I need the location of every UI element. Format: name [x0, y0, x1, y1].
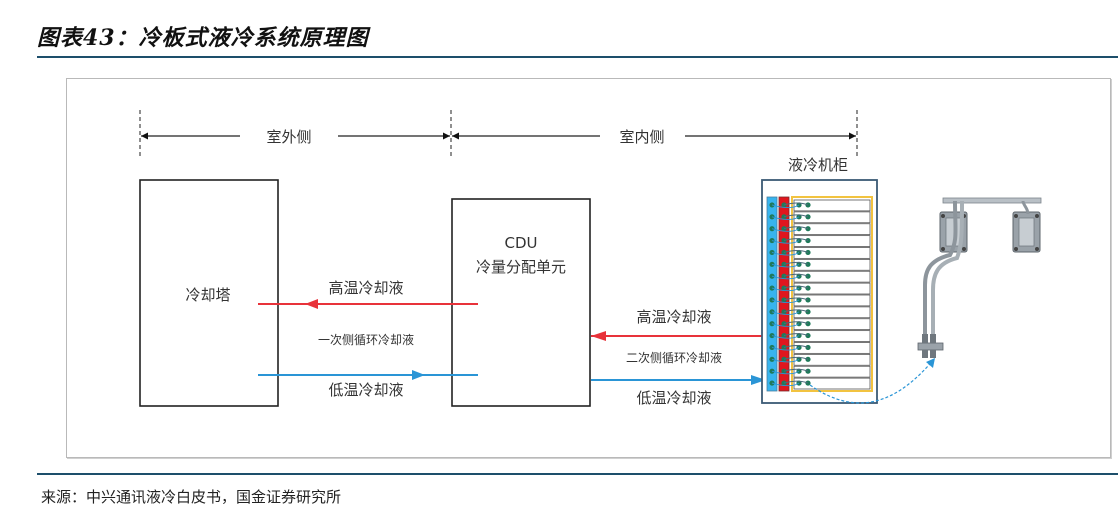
cold-hose — [771, 228, 800, 232]
hot-hose — [783, 333, 809, 336]
server-row — [769, 258, 871, 271]
cold-hose — [771, 323, 800, 327]
secondary-loop-label: 二次侧循环冷却液 — [626, 350, 722, 365]
cold-hose — [771, 216, 800, 220]
cold-hose — [771, 358, 800, 363]
server-row — [769, 294, 871, 307]
cold-hose — [771, 370, 800, 375]
secondary-cold-arrowhead — [751, 375, 766, 385]
server-row — [769, 270, 871, 283]
cabinet-label: 液冷机柜 — [788, 156, 848, 174]
hot-hose — [783, 368, 809, 372]
cold-hose — [771, 299, 800, 304]
cold-plate-module-illustration — [917, 197, 1042, 358]
server-row — [769, 365, 871, 378]
zone-label-indoor: 室内侧 — [619, 128, 664, 146]
zone-label-outdoor: 室外侧 — [266, 128, 311, 146]
secondary-loop: 高温冷却液 二次侧循环冷却液 低温冷却液 — [591, 308, 766, 407]
cold-hose — [771, 335, 800, 339]
server-row — [769, 353, 871, 366]
cold-hose — [771, 287, 800, 292]
primary-hot-label: 高温冷却液 — [328, 279, 403, 297]
primary-loop: 高温冷却液 一次侧循环冷却液 低温冷却液 — [258, 279, 479, 399]
server-rows — [769, 199, 871, 390]
hot-hose — [783, 238, 809, 241]
server-row — [769, 282, 871, 295]
cold-hose — [771, 347, 800, 351]
cooling-tower-box — [139, 179, 279, 407]
hot-hose — [783, 202, 809, 206]
server-row — [769, 342, 871, 354]
server-row — [769, 330, 871, 342]
hot-hose — [783, 250, 809, 253]
cold-hose — [771, 263, 800, 268]
cold-plate-link-dashed — [809, 357, 936, 404]
cdu-box — [451, 198, 591, 407]
source-note: 来源：中兴通讯液冷白皮书，国金证券研究所 — [41, 488, 342, 506]
server-row — [769, 235, 871, 247]
hot-hose — [783, 321, 809, 325]
cold-plate-link-arrowhead — [926, 358, 935, 368]
server-row — [769, 199, 871, 212]
hot-hose — [783, 309, 809, 313]
cold-hose — [771, 252, 800, 256]
primary-cold-label: 低温冷却液 — [328, 381, 403, 399]
title-divider — [37, 56, 1118, 58]
server-row — [769, 377, 871, 390]
cdu-title: CDU — [504, 234, 537, 252]
hot-hose — [783, 285, 809, 289]
cooling-tower-label: 冷却塔 — [185, 286, 230, 304]
hot-hose — [783, 297, 809, 301]
server-row — [769, 211, 871, 224]
primary-cold-arrowhead — [412, 370, 425, 380]
cold-hose — [771, 311, 800, 315]
server-row — [769, 306, 871, 319]
secondary-hot-label: 高温冷却液 — [636, 308, 711, 326]
secondary-cold-label: 低温冷却液 — [636, 389, 711, 407]
hot-hose — [783, 345, 809, 348]
cold-hose — [771, 204, 800, 209]
server-row — [769, 247, 871, 259]
hot-hose — [783, 214, 809, 218]
server-row — [769, 223, 871, 236]
cold-hose — [771, 240, 800, 244]
figure-title: 图表43：冷板式液冷系统原理图 — [37, 25, 369, 51]
hot-hose — [783, 226, 809, 230]
cold-hose — [771, 275, 800, 280]
cold-hose — [771, 382, 800, 387]
server-row — [769, 318, 871, 331]
hot-manifold — [778, 196, 790, 392]
cold-manifold — [766, 196, 778, 392]
secondary-hot-arrowhead — [591, 331, 606, 341]
cdu-subtitle: 冷量分配单元 — [476, 258, 566, 276]
primary-loop-label: 一次侧循环冷却液 — [318, 332, 414, 347]
hot-hose — [783, 273, 809, 277]
primary-hot-arrowhead — [305, 299, 318, 309]
hot-hose — [783, 356, 809, 360]
hot-hose — [783, 380, 809, 384]
footer-divider — [37, 473, 1118, 475]
hot-hose — [783, 261, 809, 265]
